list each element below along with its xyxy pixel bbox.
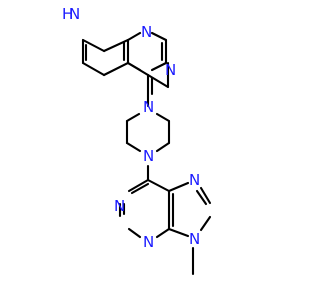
atom-label: N — [143, 147, 154, 165]
structure-svg: H N N N N N N N N N — [62, 5, 212, 276]
bond — [81, 61, 106, 77]
atom-label: N — [143, 98, 154, 116]
bond — [102, 61, 130, 77]
bond — [146, 73, 170, 89]
bond — [150, 31, 168, 42]
bond — [126, 61, 150, 77]
bond — [150, 61, 168, 72]
bond — [155, 227, 171, 239]
bond — [127, 178, 150, 193]
bond — [195, 189, 208, 206]
molecule-diagram: H N N N N N N N N N — [62, 5, 212, 276]
bond — [167, 181, 190, 193]
bond — [155, 112, 171, 123]
atom-label: N — [143, 233, 154, 251]
atom-label: H — [62, 5, 73, 23]
atom-label: N — [69, 5, 80, 23]
bond — [81, 38, 106, 53]
bond — [125, 141, 142, 153]
atom-label: N — [189, 230, 200, 248]
atom-label: N — [114, 197, 125, 215]
bond — [126, 31, 142, 42]
bond — [155, 141, 171, 153]
bond — [102, 38, 130, 53]
bond — [130, 182, 150, 195]
bond — [199, 186, 212, 205]
bond — [125, 112, 141, 123]
atom-label: N — [165, 61, 176, 79]
atom-label: N — [189, 171, 200, 189]
bond — [146, 178, 171, 193]
atom-label: N — [141, 23, 152, 41]
bond — [167, 227, 190, 238]
bond — [199, 215, 212, 232]
bond — [127, 227, 142, 239]
